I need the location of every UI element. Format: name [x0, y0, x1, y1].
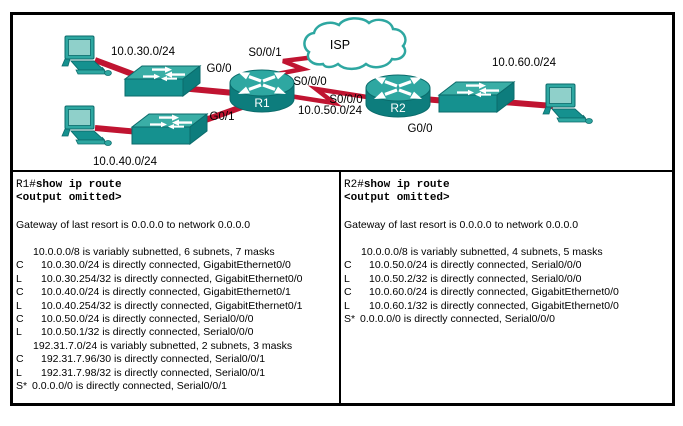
route-entry: L 10.0.30.254/32 is directly connected, G… [16, 273, 337, 286]
isp-cloud-icon [303, 17, 407, 71]
route-code: S* [344, 313, 356, 326]
route-text: 10.0.50.0/24 is directly connected, Seri… [369, 259, 582, 272]
route-entry-default: S* 0.0.0.0/0 is directly connected, Seria… [16, 380, 337, 393]
r2-label: R2 [390, 101, 406, 115]
r2-command-line: R2#show ip route [344, 176, 668, 192]
r1-command: show ip route [35, 179, 122, 191]
route-code: L [344, 299, 350, 312]
network-label-40: 10.0.40.0/24 [93, 156, 158, 168]
route-text: 10.0.50.0/24 is directly connected, Seri… [41, 313, 254, 326]
route-summary: 192.31.7.0/24 is variably subnetted, 2 s… [16, 340, 337, 353]
r2-interface-s000-label: S0/0/0 [329, 94, 362, 106]
route-text: 10.0.60.0/24 is directly connected, Giga… [369, 286, 619, 299]
route-code: C [16, 313, 24, 326]
r2-route-panel: R2#show ip route <output omitted> Gatewa… [341, 172, 670, 403]
link-sw3-pc3 [502, 99, 554, 109]
r2-gateway-line: Gateway of last resort is 0.0.0.0 to net… [344, 219, 579, 232]
route-entry: L 10.0.50.1/32 is directly connected, Ser… [16, 326, 337, 339]
route-text: 10.0.0.0/8 is variably subnetted, 6 subn… [33, 246, 275, 258]
route-entry: C 10.0.60.0/24 is directly connected, Gig… [344, 286, 668, 299]
route-text: 192.31.7.96/30 is directly connected, Se… [41, 353, 266, 366]
route-entry: L 10.0.40.254/32 is directly connected, G… [16, 300, 337, 313]
r2-interface-g00-label: G0/0 [408, 123, 433, 135]
network-label-30: 10.0.30.0/24 [111, 46, 176, 58]
route-entry: C 10.0.40.0/24 is directly connected, Gig… [16, 286, 337, 299]
cli-panels: R1#show ip route <output omitted> Gatewa… [13, 172, 672, 403]
r1-output-omitted: <output omitted> [16, 192, 122, 205]
blank-line [16, 233, 337, 246]
route-entry: L 10.0.50.2/32 is directly connected, Ser… [344, 273, 668, 286]
route-text: 10.0.40.254/32 is directly connected, Gi… [41, 299, 303, 312]
route-text: 10.0.50.1/32 is directly connected, Seri… [41, 326, 254, 339]
network-diagram: ISP R1 R2 10.0.30.0/24 10.0.40.0/24 10.0… [13, 15, 672, 172]
route-code: L [16, 272, 22, 285]
pc2-icon [61, 105, 112, 146]
route-text: 0.0.0.0/0 is directly connected, Serial0… [360, 313, 555, 326]
blank-line [16, 206, 337, 219]
network-label-50: 10.0.50.0/24 [298, 105, 363, 117]
route-code: C [16, 286, 24, 299]
route-text: 10.0.60.1/32 is directly connected, Giga… [369, 299, 619, 312]
route-text: 10.0.30.0/24 is directly connected, Giga… [41, 259, 291, 272]
r2-prompt: R2# [344, 179, 364, 191]
topology-svg: ISP R1 R2 10.0.30.0/24 10.0.40.0/24 10.0… [61, 17, 593, 168]
route-entry: C 10.0.50.0/24 is directly connected, Ser… [344, 259, 668, 272]
link-pc1-sw1 [93, 57, 137, 78]
route-code: L [16, 366, 22, 379]
network-label-60: 10.0.60.0/24 [492, 57, 557, 69]
r1-interface-g01-label: G0/1 [210, 111, 235, 123]
figure-frame: ISP R1 R2 10.0.30.0/24 10.0.40.0/24 10.0… [10, 12, 675, 406]
route-entry-default: S* 0.0.0.0/0 is directly connected, Seria… [344, 313, 668, 326]
route-code: L [344, 272, 350, 285]
r1-route-panel: R1#show ip route <output omitted> Gatewa… [13, 172, 341, 403]
r1-gateway-line: Gateway of last resort is 0.0.0.0 to net… [16, 219, 251, 232]
route-code: S* [16, 380, 28, 393]
switch2-icon [131, 113, 208, 145]
route-text: 10.0.0.0/8 is variably subnetted, 4 subn… [361, 246, 603, 258]
r1-interface-g00-label: G0/0 [207, 63, 232, 75]
blank-line [344, 206, 668, 219]
route-code: L [16, 299, 22, 312]
route-code: L [16, 326, 22, 339]
blank-line [344, 233, 668, 246]
route-entry: C 192.31.7.96/30 is directly connected, S… [16, 353, 337, 366]
route-summary: 10.0.0.0/8 is variably subnetted, 4 subn… [344, 246, 668, 259]
r1-interface-s000-label: S0/0/0 [293, 76, 326, 88]
route-text: 10.0.40.0/24 is directly connected, Giga… [41, 286, 291, 299]
route-entry: C 10.0.30.0/24 is directly connected, Gig… [16, 259, 337, 272]
pc1-icon [61, 35, 112, 76]
serial-link-r1-isp [271, 54, 316, 78]
route-entry: C 10.0.50.0/24 is directly connected, Ser… [16, 313, 337, 326]
pc3-icon [542, 83, 593, 124]
route-entry: L 192.31.7.98/32 is directly connected, S… [16, 367, 337, 380]
serial-link-r1-r2 [282, 85, 368, 107]
route-text: 10.0.50.2/32 is directly connected, Seri… [369, 272, 582, 285]
route-text: 192.31.7.0/24 is variably subnetted, 2 s… [33, 339, 293, 352]
route-text: 0.0.0.0/0 is directly connected, Serial0… [32, 380, 227, 393]
route-code: C [344, 286, 352, 299]
switch3-icon [438, 81, 515, 113]
r2-command: show ip route [363, 179, 450, 191]
r2-output-omitted: <output omitted> [344, 192, 450, 205]
route-code: C [344, 259, 352, 272]
route-code: C [16, 259, 24, 272]
r1-interface-s001-label: S0/0/1 [248, 47, 281, 59]
isp-label: ISP [330, 38, 350, 52]
route-code: C [16, 353, 24, 366]
route-text: 10.0.30.254/32 is directly connected, Gi… [41, 272, 303, 285]
route-summary: 10.0.0.0/8 is variably subnetted, 6 subn… [16, 246, 337, 259]
switch1-icon [124, 65, 201, 97]
route-entry: L 10.0.60.1/32 is directly connected, Gig… [344, 300, 668, 313]
r1-prompt: R1# [16, 179, 36, 191]
r1-label: R1 [254, 96, 270, 110]
route-text: 192.31.7.98/32 is directly connected, Se… [41, 366, 266, 379]
r1-command-line: R1#show ip route [16, 176, 337, 192]
